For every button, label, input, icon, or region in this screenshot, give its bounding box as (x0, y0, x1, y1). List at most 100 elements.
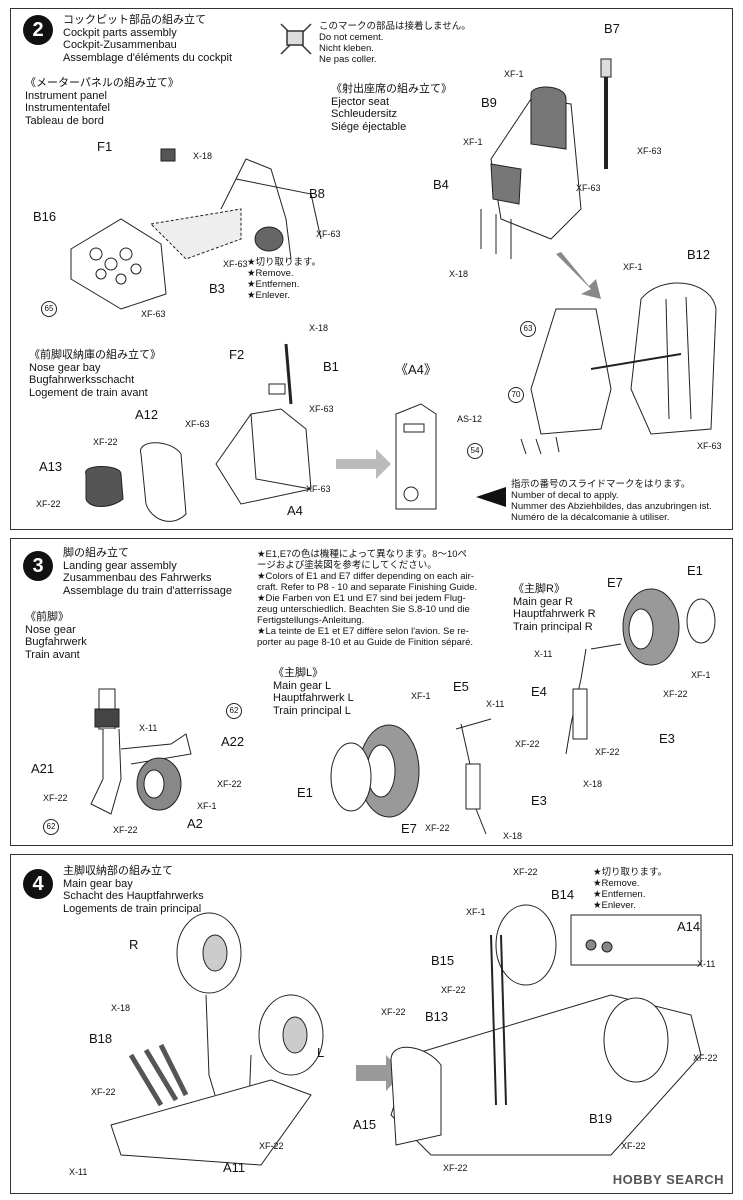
decal-number: 62 (226, 703, 242, 719)
nose-gear-bay-heading: 《前脚収納庫の組み立て》 Nose gear bay Bugfahrwerkss… (29, 349, 161, 399)
paint-label: XF-22 (259, 1141, 284, 1151)
big-arrow-down (556, 252, 601, 299)
part-label: B18 (89, 1031, 113, 1046)
instrument-panel-heading: 《メーターパネルの組み立て》 Instrument panel Instrume… (25, 77, 179, 127)
a4-detail-label: 《A4》 (395, 362, 437, 377)
step-4-panel: 4 主脚収納部の組み立て Main gear bay Schacht des H… (10, 854, 733, 1194)
step-title: コックピット部品の組み立て Cockpit parts assembly Coc… (63, 14, 233, 64)
paint-label: XF-22 (113, 825, 138, 835)
paint-label: XF-63 (306, 484, 331, 494)
decal-arrow (476, 487, 506, 507)
paint-label: XF-22 (43, 793, 68, 803)
paint-label: XF-22 (663, 689, 688, 699)
step-2-illustration (70, 23, 717, 522)
main-gear-r-part (565, 588, 716, 755)
main-gear-r-heading: 《主脚R》 Main gear R Hauptfahrwerk R Train … (513, 583, 596, 633)
paint-label: X-18 (449, 269, 469, 279)
paint-label: XF-63 (223, 259, 248, 269)
part-label: B4 (433, 177, 449, 192)
main-gear-l-heading: 《主脚L》 Main gear L Hauptfahrwerk L Train … (273, 667, 354, 717)
part-label: E1 (687, 563, 703, 578)
paint-label: XF-22 (217, 779, 242, 789)
paint-label: XF-1 (411, 691, 431, 701)
remove-note: ★切り取ります。 ★Remove. ★Entfernen. ★Enlever. (593, 867, 668, 911)
part-label: E1 (297, 785, 313, 800)
paint-label: XF-22 (621, 1141, 646, 1151)
paint-label: X-11 (534, 649, 553, 659)
paint-label: XF-22 (36, 499, 61, 509)
part-label: A15 (353, 1117, 377, 1132)
paint-label: XF-63 (141, 309, 166, 319)
part-label: B16 (33, 209, 57, 224)
paint-label: X-11 (486, 699, 505, 709)
paint-label: XF-22 (91, 1087, 116, 1097)
part-label: E5 (453, 679, 469, 694)
part-label: A12 (135, 407, 159, 422)
paint-label: XF-63 (309, 404, 334, 414)
decal-number: 70 (508, 387, 524, 403)
paint-label: X-11 (69, 1167, 88, 1177)
paint-label: XF-22 (425, 823, 450, 833)
main-gear-bay-left (110, 912, 324, 1166)
paint-label: X-18 (309, 323, 329, 333)
part-label: A14 (677, 919, 701, 934)
part-label: F1 (97, 139, 113, 154)
part-label: A2 (187, 816, 203, 831)
decal-number: 54 (467, 443, 483, 459)
paint-label: XF-22 (381, 1007, 406, 1017)
part-label: B3 (209, 281, 225, 296)
paint-label: XF-1 (691, 670, 711, 680)
part-label: E3 (531, 793, 547, 808)
part-label: B15 (431, 953, 455, 968)
paint-label: XF-22 (93, 437, 118, 447)
step-number: 2 (23, 15, 53, 45)
part-label: E7 (401, 821, 417, 836)
paint-label: X-18 (111, 1003, 131, 1013)
ejector-seat-part (480, 58, 612, 259)
paint-label: XF-1 (466, 907, 486, 917)
part-label: B14 (551, 887, 575, 902)
no-cement-icon (280, 23, 312, 55)
step-title: 主脚収納部の組み立て Main gear bay Schacht des Hau… (63, 865, 204, 915)
paint-label: X-18 (193, 151, 213, 161)
main-gear-l-part (330, 718, 492, 835)
part-label: A21 (31, 761, 55, 776)
paint-label: XF-22 (441, 985, 466, 995)
nose-gear-bay-part (85, 343, 312, 522)
paint-label: XF-63 (576, 183, 601, 193)
step-2-panel: 2 コックピット部品の組み立て Cockpit parts assembly C… (10, 8, 733, 530)
part-label: A4 (287, 503, 303, 518)
part-label: E4 (531, 684, 547, 699)
a4-detail (395, 403, 437, 510)
step-title: 脚の組み立て Landing gear assembly Zusammenbau… (63, 547, 233, 597)
paint-label: XF-63 (697, 441, 722, 451)
paint-label: XF-22 (693, 1053, 718, 1063)
part-label: L (317, 1045, 325, 1060)
part-label: A13 (39, 459, 63, 474)
nose-gear-part (90, 688, 192, 815)
nose-gear-heading: 《前脚》 Nose gear Bugfahrwerk Train avant (25, 611, 87, 661)
paint-label: XF-22 (595, 747, 620, 757)
remove-note: ★切り取ります。 ★Remove. ★Entfernen. ★Enlever. (247, 257, 322, 301)
arrow-right (336, 449, 391, 479)
part-label: A11 (223, 1160, 246, 1175)
decal-number: 63 (520, 321, 536, 337)
decal-number: 65 (41, 301, 57, 317)
paint-label: XF-63 (185, 419, 210, 429)
part-label: B13 (425, 1009, 449, 1024)
main-gear-bay-right (390, 904, 702, 1156)
ejector-seat-heading: 《射出座席の組み立て》 Ejector seat Schleudersitz S… (331, 83, 452, 133)
paint-label: XF-22 (443, 1163, 468, 1173)
decal-note: 指示の番号のスライドマークをはります。 Number of decal to a… (511, 479, 712, 523)
no-cement-note: このマークの部品は接着しません。 Do not cement. Nicht kl… (319, 21, 471, 65)
part-label: F2 (229, 347, 245, 362)
part-label: B8 (309, 186, 325, 201)
part-label: B1 (323, 359, 339, 374)
part-label: A22 (221, 734, 245, 749)
paint-label: X-11 (139, 723, 158, 733)
part-label: E3 (659, 731, 675, 746)
step-number: 4 (23, 869, 53, 899)
paint-label: XF-1 (504, 69, 524, 79)
decal-number: 62 (43, 819, 59, 835)
part-label: B19 (589, 1111, 613, 1126)
